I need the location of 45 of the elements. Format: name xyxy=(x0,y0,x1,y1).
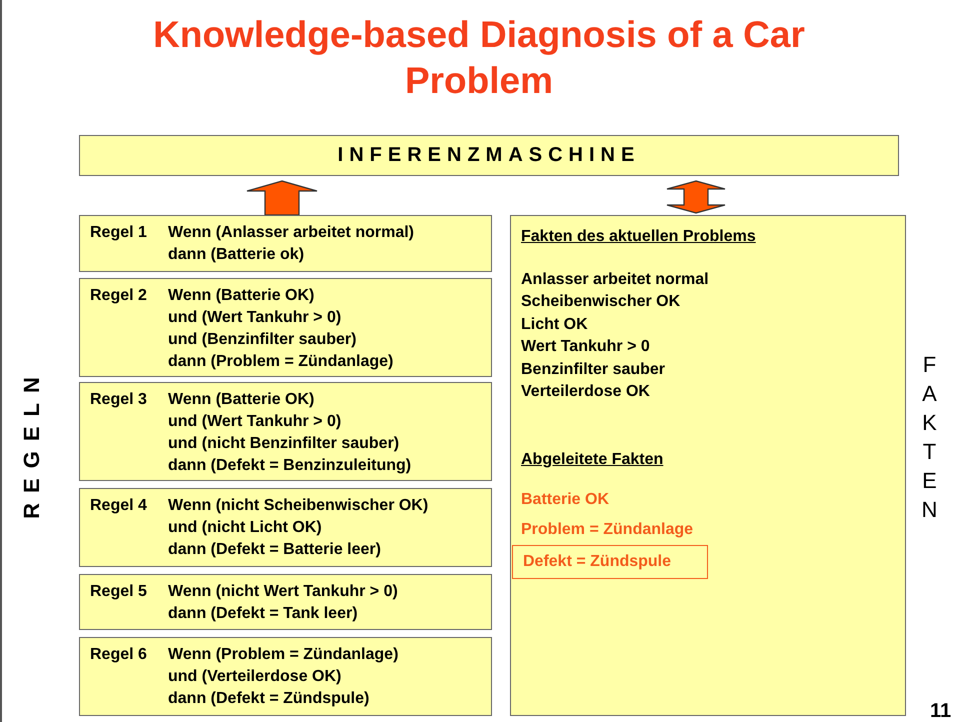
vertical-label: FAKTEN xyxy=(916,352,942,526)
facts-panel xyxy=(510,215,906,716)
rule-text: Wenn (nicht Wert Tankuhr > 0) xyxy=(168,582,398,602)
fact-text: Defekt = Zündspule xyxy=(523,552,672,572)
highlight-box xyxy=(512,545,708,579)
rule-number: Regel 4 xyxy=(90,496,147,516)
rule-text: und (Wert Tankuhr > 0) xyxy=(168,412,342,432)
rule-text: dann (Defekt = Zündspule) xyxy=(168,689,370,709)
fact-text: Licht OK xyxy=(521,315,588,335)
block-arrow xyxy=(246,180,318,216)
rule-text: Wenn (Batterie OK) xyxy=(168,390,314,410)
rule-text: Wenn (Problem = Zündanlage) xyxy=(168,645,398,665)
fact-text: Benzinfilter sauber xyxy=(521,360,666,380)
rule-number: Regel 3 xyxy=(90,390,147,410)
double-block-arrow xyxy=(666,180,726,214)
rule-number: Regel 6 xyxy=(90,645,147,665)
rule-text: Wenn (Anlasser arbeitet normal) xyxy=(168,223,414,243)
rule-text: dann (Defekt = Tank leer) xyxy=(168,604,358,624)
fact-text: Batterie OK xyxy=(521,490,610,510)
slide-title: Knowledge-based Diagnosis of a Car Problem xyxy=(152,13,806,103)
rule-text: dann (Defekt = Benzinzuleitung) xyxy=(168,456,412,476)
page-number: 11 xyxy=(930,700,952,722)
fact-text: Scheibenwischer OK xyxy=(521,292,680,312)
rule-text: und (Wert Tankuhr > 0) xyxy=(168,308,342,328)
rule-text: dann (Batterie ok) xyxy=(168,245,304,265)
rule-number: Regel 5 xyxy=(90,582,147,602)
fact-text: Anlasser arbeitet normal xyxy=(521,270,709,290)
fact-text: Problem = Zündanlage xyxy=(521,520,694,540)
rule-number: Regel 2 xyxy=(90,286,147,306)
rule-text: dann (Problem = Zündanlage) xyxy=(168,352,394,372)
engine-box xyxy=(79,135,899,176)
section-heading: Fakten des aktuellen Problems xyxy=(521,227,756,247)
rule-text: und (nicht Licht OK) xyxy=(168,518,322,538)
rule-text: Wenn (nicht Scheibenwischer OK) xyxy=(168,496,428,516)
rule-text: dann (Defekt = Batterie leer) xyxy=(168,540,381,560)
engine-label: INFERENZMASCHINE xyxy=(336,144,642,166)
fact-text: Wert Tankuhr > 0 xyxy=(521,337,650,357)
rule-number: Regel 1 xyxy=(90,223,147,243)
rule-text: Wenn (Batterie OK) xyxy=(168,286,314,306)
rule-text: und (Verteilerdose OK) xyxy=(168,667,342,687)
fact-text: Verteilerdose OK xyxy=(521,382,650,402)
rule-text: und (Benzinfilter sauber) xyxy=(168,330,356,350)
rule-text: und (nicht Benzinfilter sauber) xyxy=(168,434,400,454)
section-heading: Abgeleitete Fakten xyxy=(521,450,664,470)
vertical-label: REGELN xyxy=(19,366,45,521)
